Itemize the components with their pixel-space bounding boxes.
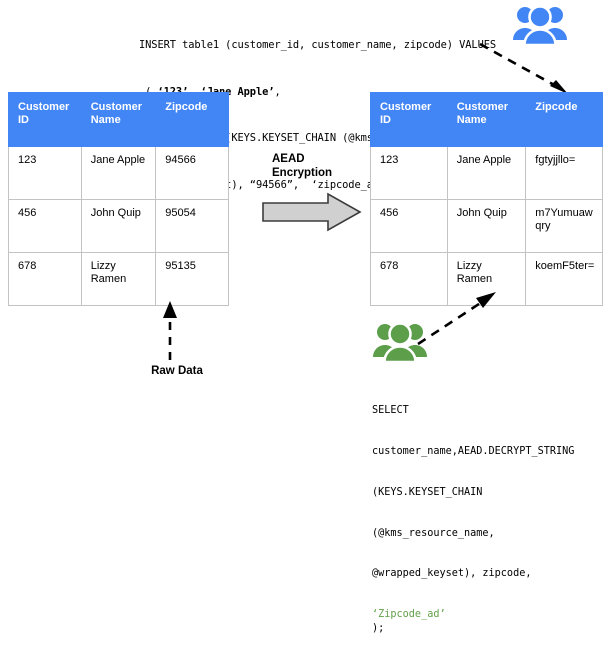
- insert-line-2-mid: ,: [188, 86, 200, 98]
- raw-data-label: Raw Data: [151, 365, 203, 377]
- plaintext-table: Customer ID Customer Name Zipcode 123 Ja…: [8, 92, 229, 306]
- cell-customer-id: 123: [370, 146, 448, 200]
- table-row: 456 John Quip m7Yumuaw qry: [370, 199, 603, 253]
- table-row: 123 Jane Apple fgtyjjllo=: [370, 146, 603, 200]
- table-row: 678 Lizzy Ramen 95135: [8, 252, 229, 306]
- cell-customer-id: 456: [370, 199, 448, 253]
- column-header-zipcode: Zipcode: [155, 92, 229, 147]
- select-line-2: customer_name,AEAD.DECRYPT_STRING: [372, 445, 575, 457]
- insert-line-2-prefix: (: [139, 86, 157, 98]
- cell-zipcode: 95135: [155, 252, 229, 306]
- select-line-4: (@kms_resource_name,: [372, 527, 495, 539]
- table-header-row: Customer ID Customer Name Zipcode: [370, 92, 603, 147]
- cell-customer-id: 123: [8, 146, 82, 200]
- cell-zipcode-encrypted: koemF5ter=: [525, 252, 603, 306]
- cell-zipcode-encrypted: fgtyjjllo=: [525, 146, 603, 200]
- people-icon-blue: [513, 5, 567, 46]
- aead-encryption-label: AEAD Encryption: [272, 153, 333, 179]
- encrypted-table: Customer ID Customer Name Zipcode 123 Ja…: [370, 92, 603, 306]
- column-header-customer-id: Customer ID: [8, 92, 82, 147]
- select-line-1: SELECT: [372, 405, 409, 417]
- cell-customer-name: John Quip: [446, 199, 527, 253]
- select-line-5: @wrapped_keyset), zipcode,: [372, 568, 532, 580]
- arrow-select-to-encrypted-table: [417, 292, 496, 346]
- insert-line-2-suffix: ,: [274, 85, 281, 98]
- select-line-6: ‘Zipcode_ad’);: [372, 608, 574, 635]
- cell-zipcode-encrypted: m7Yumuaw qry: [525, 199, 603, 253]
- cell-customer-id: 456: [8, 199, 82, 253]
- cell-customer-id: 678: [370, 252, 448, 306]
- select-line-3: (KEYS.KEYSET_CHAIN: [372, 486, 483, 498]
- cell-customer-name: Jane Apple: [80, 146, 157, 200]
- cell-customer-id: 678: [8, 252, 82, 306]
- column-header-zipcode: Zipcode: [525, 92, 603, 147]
- table-row: 456 John Quip 95054: [8, 199, 229, 253]
- diagram-canvas: INSERT table1 (customer_id, customer_nam…: [8, 5, 603, 634]
- column-header-customer-name: Customer Name: [80, 92, 157, 147]
- people-icon-green: [373, 322, 427, 364]
- select-aad-literal: ‘Zipcode_ad’: [372, 609, 446, 621]
- column-header-customer-id: Customer ID: [370, 92, 448, 147]
- cell-customer-name: Lizzy Ramen: [80, 252, 157, 306]
- arrow-raw-data-to-table: [163, 301, 177, 360]
- select-line-6-tail: );: [372, 622, 385, 634]
- select-query-code: SELECT customer_name,AEAD.DECRYPT_STRING…: [372, 377, 574, 662]
- cell-customer-name: John Quip: [80, 199, 157, 253]
- encryption-block-arrow-icon: [262, 192, 362, 232]
- cell-zipcode: 94566: [155, 146, 229, 200]
- cell-zipcode: 95054: [155, 199, 229, 253]
- table-row: 123 Jane Apple 94566: [8, 146, 229, 200]
- column-header-customer-name: Customer Name: [446, 92, 527, 147]
- cell-customer-name: Jane Apple: [446, 146, 527, 200]
- table-header-row: Customer ID Customer Name Zipcode: [8, 92, 229, 147]
- table-row: 678 Lizzy Ramen koemF5ter=: [370, 252, 603, 306]
- insert-line-1: INSERT table1 (customer_id, customer_nam…: [139, 39, 497, 51]
- arrow-insert-to-encrypted-table: [479, 42, 568, 94]
